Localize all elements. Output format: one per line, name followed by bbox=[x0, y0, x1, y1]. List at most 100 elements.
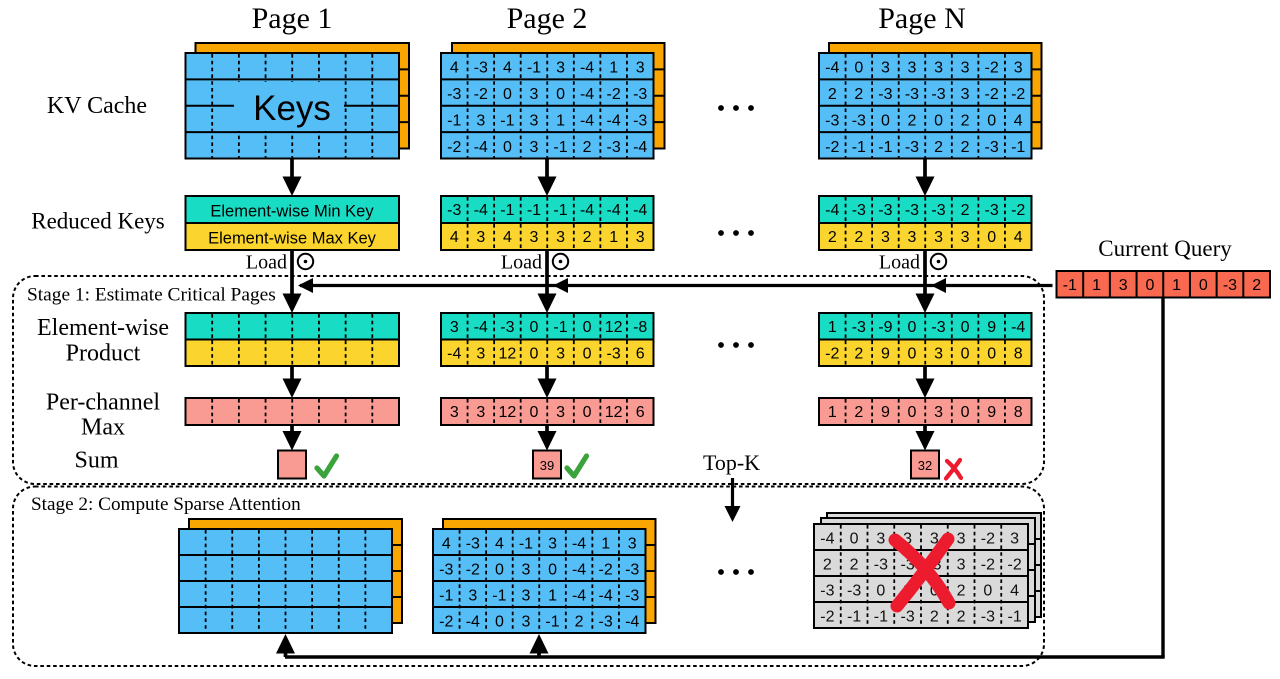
svg-text:Product: Product bbox=[66, 341, 141, 367]
svg-text:2: 2 bbox=[961, 112, 970, 129]
svg-text:9: 9 bbox=[987, 404, 996, 421]
svg-text:3: 3 bbox=[1119, 277, 1128, 294]
svg-text:9: 9 bbox=[987, 319, 996, 336]
svg-text:-2: -2 bbox=[1011, 202, 1025, 219]
svg-text:-3: -3 bbox=[625, 562, 639, 579]
svg-text:-3: -3 bbox=[599, 614, 613, 631]
svg-text:2: 2 bbox=[908, 112, 917, 129]
svg-text:-2: -2 bbox=[981, 531, 995, 548]
svg-text:-2: -2 bbox=[466, 562, 480, 579]
svg-text:-4: -4 bbox=[580, 60, 594, 77]
svg-text:3: 3 bbox=[908, 60, 917, 77]
svg-text:-3: -3 bbox=[607, 139, 621, 156]
svg-text:3: 3 bbox=[1010, 531, 1019, 548]
svg-text:0: 0 bbox=[850, 531, 859, 548]
svg-text:4: 4 bbox=[1014, 112, 1023, 129]
svg-text:-2: -2 bbox=[607, 86, 621, 103]
svg-text:1: 1 bbox=[609, 229, 618, 246]
svg-text:-2: -2 bbox=[474, 86, 488, 103]
svg-text:8: 8 bbox=[1014, 345, 1023, 362]
svg-text:-3: -3 bbox=[852, 319, 866, 336]
svg-text:3: 3 bbox=[1014, 60, 1023, 77]
svg-text:0: 0 bbox=[583, 319, 592, 336]
svg-text:9: 9 bbox=[881, 345, 890, 362]
svg-text:2: 2 bbox=[930, 609, 939, 626]
svg-text:12: 12 bbox=[499, 404, 517, 421]
svg-text:2: 2 bbox=[850, 557, 859, 574]
svg-text:12: 12 bbox=[605, 319, 623, 336]
svg-text:Top-K: Top-K bbox=[703, 450, 760, 475]
svg-text:Reduced Keys: Reduced Keys bbox=[31, 209, 165, 234]
svg-text:Element-wise Min Key: Element-wise Min Key bbox=[210, 203, 374, 221]
svg-text:-3: -3 bbox=[931, 202, 945, 219]
svg-text:32: 32 bbox=[918, 458, 932, 473]
svg-text:0: 0 bbox=[503, 139, 512, 156]
svg-text:-1: -1 bbox=[847, 609, 861, 626]
svg-text:6: 6 bbox=[636, 404, 645, 421]
svg-text:3: 3 bbox=[530, 86, 539, 103]
svg-text:6: 6 bbox=[636, 345, 645, 362]
svg-text:-4: -4 bbox=[599, 588, 613, 605]
svg-text:0: 0 bbox=[961, 319, 970, 336]
svg-text:1: 1 bbox=[601, 536, 610, 553]
svg-text:2: 2 bbox=[583, 229, 592, 246]
svg-text:4: 4 bbox=[450, 60, 459, 77]
svg-text:-3: -3 bbox=[878, 202, 892, 219]
svg-text:3: 3 bbox=[876, 531, 885, 548]
svg-text:1: 1 bbox=[548, 588, 557, 605]
svg-text:2: 2 bbox=[957, 583, 966, 600]
svg-text:Element-wise Max Key: Element-wise Max Key bbox=[208, 230, 377, 248]
svg-text:-4: -4 bbox=[474, 202, 488, 219]
svg-text:3: 3 bbox=[556, 404, 565, 421]
svg-text:3: 3 bbox=[556, 60, 565, 77]
svg-text:-3: -3 bbox=[439, 562, 453, 579]
svg-text:0: 0 bbox=[583, 404, 592, 421]
svg-text:-2: -2 bbox=[825, 345, 839, 362]
svg-text:-3: -3 bbox=[931, 319, 945, 336]
svg-text:3: 3 bbox=[957, 531, 966, 548]
svg-text:0: 0 bbox=[908, 319, 917, 336]
svg-text:0: 0 bbox=[987, 112, 996, 129]
svg-text:3: 3 bbox=[530, 229, 539, 246]
svg-text:-3: -3 bbox=[905, 202, 919, 219]
svg-text:-3: -3 bbox=[474, 60, 488, 77]
svg-text:-4: -4 bbox=[825, 60, 839, 77]
svg-text:-1: -1 bbox=[874, 609, 888, 626]
svg-text:-1: -1 bbox=[447, 112, 461, 129]
svg-text:-3: -3 bbox=[931, 86, 945, 103]
svg-text:-3: -3 bbox=[825, 112, 839, 129]
svg-text:-4: -4 bbox=[572, 536, 586, 553]
svg-text:0: 0 bbox=[876, 583, 885, 600]
svg-text:-8: -8 bbox=[633, 319, 647, 336]
svg-text:-4: -4 bbox=[633, 202, 647, 219]
svg-text:-1: -1 bbox=[553, 202, 567, 219]
svg-text:2: 2 bbox=[854, 404, 863, 421]
svg-text:0: 0 bbox=[987, 345, 996, 362]
svg-text:3: 3 bbox=[934, 404, 943, 421]
svg-text:0: 0 bbox=[854, 60, 863, 77]
svg-text:-3: -3 bbox=[905, 139, 919, 156]
svg-text:-3: -3 bbox=[852, 112, 866, 129]
svg-text:-3: -3 bbox=[820, 583, 834, 600]
svg-text:Per-channel: Per-channel bbox=[46, 390, 160, 416]
svg-text:3: 3 bbox=[522, 614, 531, 631]
svg-text:3: 3 bbox=[450, 319, 459, 336]
svg-text:2: 2 bbox=[961, 202, 970, 219]
svg-text:-1: -1 bbox=[519, 536, 533, 553]
svg-text:-3: -3 bbox=[466, 536, 480, 553]
svg-text:2: 2 bbox=[854, 86, 863, 103]
svg-text:3: 3 bbox=[636, 229, 645, 246]
svg-text:3: 3 bbox=[881, 229, 890, 246]
svg-text:-4: -4 bbox=[474, 319, 488, 336]
svg-text:2: 2 bbox=[575, 614, 584, 631]
svg-text:3: 3 bbox=[476, 229, 485, 246]
svg-text:-4: -4 bbox=[466, 614, 480, 631]
svg-text:-4: -4 bbox=[607, 202, 621, 219]
svg-text:-1: -1 bbox=[500, 112, 514, 129]
svg-text:3: 3 bbox=[636, 60, 645, 77]
svg-text:-3: -3 bbox=[633, 112, 647, 129]
svg-text:-3: -3 bbox=[633, 86, 647, 103]
svg-text:-4: -4 bbox=[607, 112, 621, 129]
svg-text:3: 3 bbox=[934, 229, 943, 246]
svg-text:2: 2 bbox=[828, 229, 837, 246]
